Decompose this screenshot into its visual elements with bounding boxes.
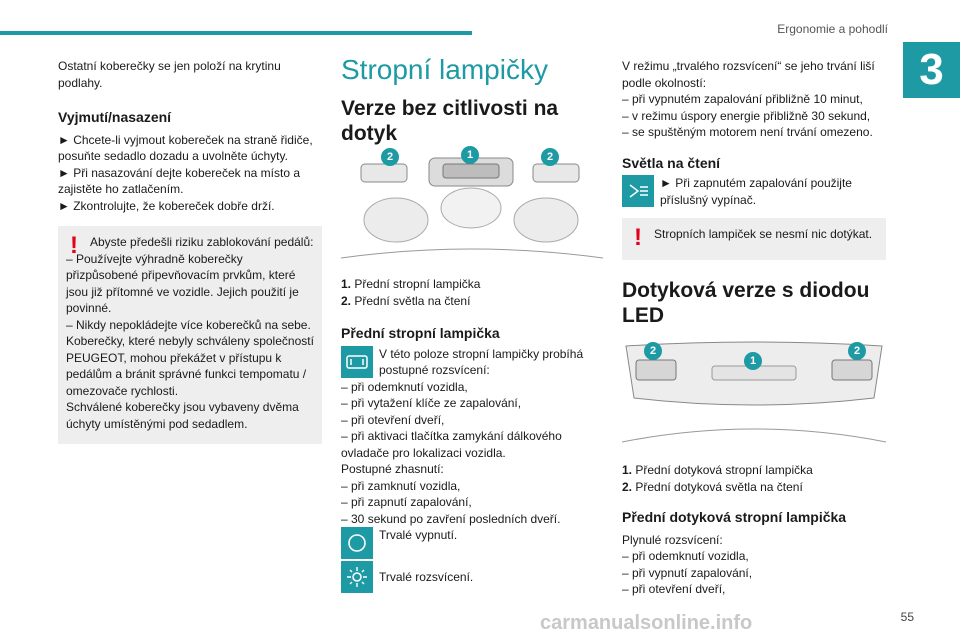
lamp-line-1: – při odemknutí vozidla, <box>341 379 468 394</box>
on-row: Trvalé rozsvícení. <box>341 561 603 593</box>
mode-line-2: – při vypnutém zapalování přibližně 10 m… <box>622 92 863 106</box>
door-mode-row: V této poloze stropní lampičky probíhá p… <box>341 345 603 379</box>
heading-remove-fit: Vyjmutí/nasazení <box>58 109 172 125</box>
reading-light-icon <box>622 175 654 207</box>
lamp-line-4: – při aktivaci tlačítka zamykání dálkové… <box>341 429 562 460</box>
lamp-line-8: – 30 sekund po zavření posledních dveří. <box>341 511 561 526</box>
step-3: ► Zkontrolujte, že kobereček dobře drží. <box>58 198 275 213</box>
circle-off-icon <box>341 527 373 559</box>
legend-item-2: 2. Přední světla na čtení <box>341 293 471 308</box>
warning-box-lamps: ! Stropních lampiček se nesmí nic dotýka… <box>622 218 886 260</box>
section-title: Stropní lampičky <box>341 54 548 85</box>
on-label: Trvalé rozsvícení. <box>379 570 474 584</box>
lamp-line-6: – při zamknutí vozidla, <box>341 478 461 493</box>
lamp-line-3: – při otevření dveří, <box>341 412 445 427</box>
off-row: Trvalé vypnutí. <box>341 527 603 559</box>
column-2: Stropní lampičky Verze bez citlivosti na… <box>340 54 604 593</box>
front-lamp-heading: Přední stropní lampička <box>341 325 500 341</box>
touch-line-1: Plynulé rozsvícení: <box>622 532 723 547</box>
led-legend-2: 2. Přední dotyková světla na čtení <box>622 479 803 494</box>
warning-text-lamps: Stropních lampiček se nesmí nic dotýkat. <box>654 227 873 241</box>
led-lamp-figure: 2 1 2 <box>621 338 887 456</box>
warning-icon-2: ! <box>634 224 642 251</box>
page-number: 55 <box>900 610 914 624</box>
led-legend-1: 1. Přední dotyková stropní lampička <box>622 463 813 477</box>
mode-line-3: – v režimu úspory energie přibližně 30 s… <box>622 108 871 123</box>
led-lamp-illustration <box>621 341 887 443</box>
lamp-line-7: – při zapnutí zapalování, <box>341 495 472 509</box>
warning-icon: ! <box>70 232 78 259</box>
sun-on-icon <box>341 561 373 593</box>
door-mode-icon <box>341 345 373 378</box>
warning-box: ! Abyste předešli riziku zablokování ped… <box>58 226 322 444</box>
badge-ceiling-lamp: 1 <box>461 146 479 164</box>
badge-reading-right: 2 <box>541 148 559 166</box>
step-2: ► Při nasazování dejte kobereček na míst… <box>58 165 301 197</box>
intro-text: Ostatní koberečky se jen položí na kryti… <box>58 59 281 90</box>
badge-led-left: 2 <box>644 342 662 360</box>
column-1: Ostatní koberečky se jen položí na kryti… <box>58 58 322 444</box>
reading-row: ► Při zapnutém zapalování použijte přísl… <box>622 175 886 208</box>
watermark: carmanualsonline.info <box>540 612 753 634</box>
touch-line-4: – při otevření dveří, <box>622 582 726 596</box>
touch-lamp-heading: Přední dotyková stropní lampička <box>622 509 847 525</box>
reading-text: ► Při zapnutém zapalování použijte přísl… <box>660 176 852 207</box>
lamp-line-2: – při vytažení klíče ze zapalování, <box>341 396 522 410</box>
door-mode-text: V této poloze stropní lampičky probíhá p… <box>379 346 584 378</box>
off-label: Trvalé vypnutí. <box>379 528 458 542</box>
warning-line-3: Koberečky, které nebyly schváleny společ… <box>66 334 314 398</box>
warning-title: Abyste předešli riziku zablokování pedál… <box>90 235 314 249</box>
warning-line-2: – Nikdy nepokládejte více koberečků na s… <box>66 317 311 332</box>
badge-led-center: 1 <box>744 352 762 370</box>
badge-led-right: 2 <box>848 342 866 360</box>
chapter-tab: 3 <box>903 42 960 98</box>
sub-title: Verze bez citlivosti na dotyk <box>341 97 559 145</box>
led-title: Dotyková verze s diodou LED <box>622 279 870 327</box>
header-title: Ergonomie a pohodlí <box>777 22 888 36</box>
warning-line-4: Schválené koberečky jsou vybaveny dvěma … <box>66 400 299 431</box>
ceiling-lamp-figure: 2 1 2 <box>340 146 604 270</box>
touch-line-2: – při odemknutí vozidla, <box>622 549 749 563</box>
touch-line-3: – při vypnutí zapalování, <box>622 565 753 580</box>
badge-reading-left: 2 <box>381 148 399 166</box>
header-bar <box>0 31 472 35</box>
mode-line-1: V režimu „trvalého rozsvícení“ se jeho t… <box>622 59 875 90</box>
column-3: V režimu „trvalého rozsvícení“ se jeho t… <box>621 58 887 598</box>
mode-line-4: – se spuštěným motorem není trvání omeze… <box>622 125 873 139</box>
lamp-line-5: Postupné zhasnutí: <box>341 462 444 476</box>
ceiling-lamp-illustration <box>340 157 604 259</box>
legend-item-1: 1. Přední stropní lampička <box>341 277 481 291</box>
reading-heading: Světla na čtení <box>622 154 721 171</box>
warning-line-1: – Používejte výhradně koberečky přizpůso… <box>66 251 299 316</box>
step-1: ► Chcete-li vyjmout kobereček na straně … <box>58 132 313 164</box>
